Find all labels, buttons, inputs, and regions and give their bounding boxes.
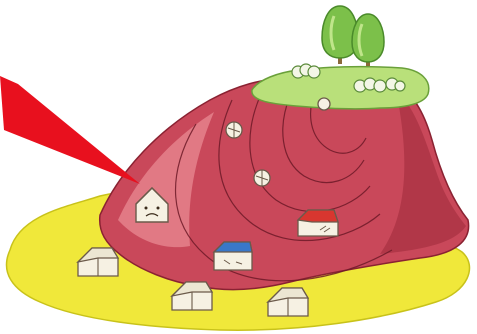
house-icon xyxy=(298,210,338,236)
house-icon xyxy=(214,242,252,270)
red-arrow-icon xyxy=(0,76,140,184)
tree-icon xyxy=(352,14,384,66)
